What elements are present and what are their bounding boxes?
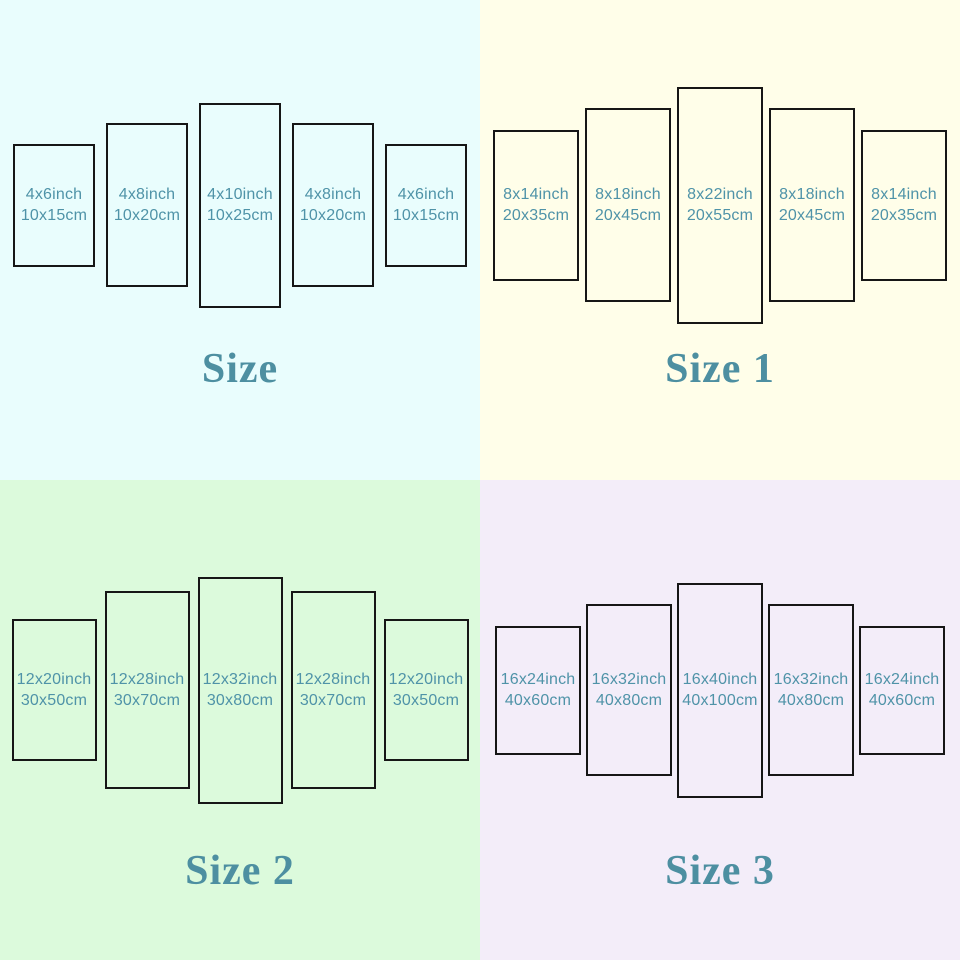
- panel-size-inch-label: 8x22inch: [687, 186, 753, 203]
- size-panel: 12x28inch 30x70cm: [290, 591, 376, 789]
- size-panel: 8x18inch 20x45cm: [585, 108, 671, 302]
- size-panel: 12x20inch 30x50cm: [383, 619, 469, 761]
- size-panel: 4x8inch 10x20cm: [106, 123, 188, 287]
- quadrant-size: 4x6inch 10x15cm 4x8inch 10x20cm 4x10inch 10x2…: [0, 0, 480, 480]
- size-panel: 8x18inch 20x45cm: [769, 108, 855, 302]
- panel-size-cm-label: 30x80cm: [206, 692, 274, 709]
- size-panel: 12x20inch 30x50cm: [11, 619, 97, 761]
- panel-size-cm-label: 30x70cm: [299, 692, 367, 709]
- panel-size-cm-label: 30x50cm: [392, 692, 460, 709]
- panel-size-inch-label: 16x40inch: [682, 671, 758, 688]
- panel-size-cm-label: 20x55cm: [686, 207, 754, 224]
- panel-size-inch-label: 12x28inch: [295, 671, 371, 688]
- panel-size-inch-label: 16x24inch: [500, 671, 576, 688]
- panel-size-inch-label: 8x14inch: [871, 186, 937, 203]
- size-panel: 12x32inch 30x80cm: [197, 576, 283, 804]
- panel-size-inch-label: 4x6inch: [397, 186, 455, 203]
- size-panel: 8x14inch 20x35cm: [861, 129, 947, 281]
- panel-size-cm-label: 40x80cm: [777, 692, 845, 709]
- panel-size-cm-label: 20x45cm: [778, 207, 846, 224]
- quadrant-title: Size 1: [665, 346, 775, 392]
- panel-row: 12x20inch 30x50cm 12x28inch 30x70cm 12x32inc…: [0, 480, 480, 900]
- size-panel: 16x40inch 40x100cm: [677, 582, 763, 798]
- size-panel: 4x6inch 10x15cm: [385, 143, 467, 267]
- size-panel: 8x14inch 20x35cm: [493, 129, 579, 281]
- size-panel: 16x24inch 40x60cm: [859, 625, 945, 755]
- size-panel: 16x32inch 40x80cm: [586, 604, 672, 776]
- quadrant-title: Size: [201, 346, 279, 392]
- panel-size-cm-label: 20x35cm: [870, 207, 938, 224]
- panel-size-cm-label: 10x25cm: [206, 207, 274, 224]
- size-panel: 4x10inch 10x25cm: [199, 102, 281, 308]
- size-panel: 16x24inch 40x60cm: [495, 625, 581, 755]
- panel-size-cm-label: 10x15cm: [392, 207, 460, 224]
- panel-size-cm-label: 40x60cm: [504, 692, 572, 709]
- panel-size-inch-label: 4x6inch: [25, 186, 83, 203]
- size-panel: 12x28inch 30x70cm: [104, 591, 190, 789]
- panel-size-inch-label: 12x20inch: [388, 671, 464, 688]
- panel-size-inch-label: 8x18inch: [595, 186, 661, 203]
- panel-size-cm-label: 40x100cm: [682, 692, 758, 709]
- quadrant-size-2: 12x20inch 30x50cm 12x28inch 30x70cm 12x32inc…: [0, 480, 480, 960]
- panel-size-inch-label: 4x8inch: [304, 186, 362, 203]
- panel-size-cm-label: 40x60cm: [868, 692, 936, 709]
- panel-row: 8x14inch 20x35cm 8x18inch 20x45cm 8x22inch 20…: [480, 0, 960, 410]
- quadrant-title: Size 2: [185, 848, 295, 894]
- panel-size-inch-label: 16x32inch: [591, 671, 667, 688]
- panel-size-inch-label: 12x28inch: [109, 671, 185, 688]
- panel-size-inch-label: 12x32inch: [202, 671, 278, 688]
- panel-row: 4x6inch 10x15cm 4x8inch 10x20cm 4x10inch 10x2…: [0, 0, 480, 410]
- panel-size-cm-label: 10x20cm: [113, 207, 181, 224]
- panel-size-inch-label: 8x18inch: [779, 186, 845, 203]
- panel-size-cm-label: 30x70cm: [113, 692, 181, 709]
- panel-row: 16x24inch 40x60cm 16x32inch 40x80cm 16x40inc…: [480, 480, 960, 900]
- panel-size-inch-label: 16x32inch: [773, 671, 849, 688]
- panel-size-cm-label: 20x35cm: [502, 207, 570, 224]
- panel-size-cm-label: 30x50cm: [20, 692, 88, 709]
- size-panel: 4x8inch 10x20cm: [292, 123, 374, 287]
- size-panel: 8x22inch 20x55cm: [677, 86, 763, 324]
- quadrant-title: Size 3: [665, 848, 775, 894]
- panel-size-inch-label: 4x10inch: [207, 186, 273, 203]
- size-panel: 4x6inch 10x15cm: [13, 143, 95, 267]
- panel-size-inch-label: 8x14inch: [503, 186, 569, 203]
- quadrant-size-1: 8x14inch 20x35cm 8x18inch 20x45cm 8x22inch 20…: [480, 0, 960, 480]
- panel-size-cm-label: 10x15cm: [20, 207, 88, 224]
- panel-size-cm-label: 20x45cm: [594, 207, 662, 224]
- panel-size-inch-label: 12x20inch: [16, 671, 92, 688]
- panel-size-cm-label: 10x20cm: [299, 207, 367, 224]
- panel-size-cm-label: 40x80cm: [595, 692, 663, 709]
- size-panel: 16x32inch 40x80cm: [768, 604, 854, 776]
- panel-size-inch-label: 16x24inch: [864, 671, 940, 688]
- quadrant-size-3: 16x24inch 40x60cm 16x32inch 40x80cm 16x40inc…: [480, 480, 960, 960]
- panel-size-inch-label: 4x8inch: [118, 186, 176, 203]
